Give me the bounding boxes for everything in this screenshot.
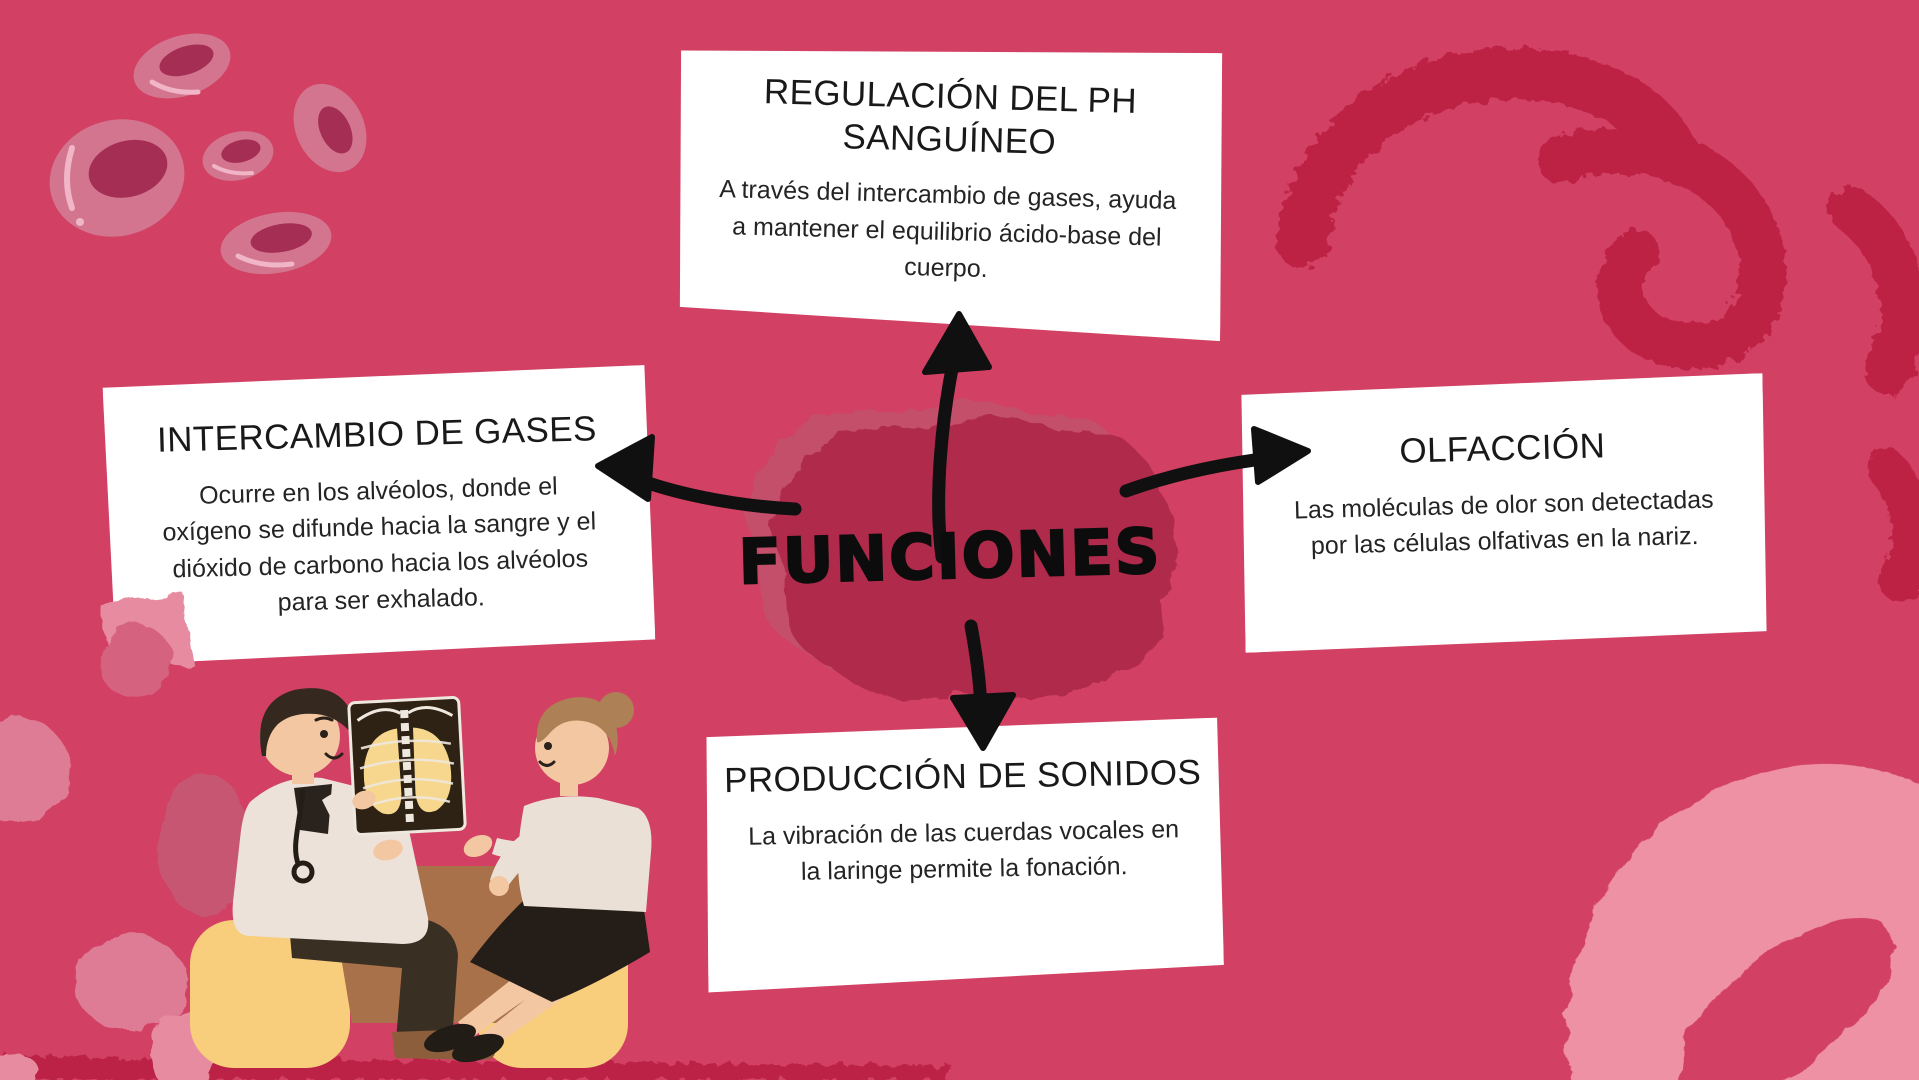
card-title: PRODUCCIÓN DE SONIDOS <box>723 752 1202 801</box>
card-body: La vibración de las cuerdas vocales en l… <box>747 814 1180 887</box>
card-title: REGULACIÓN DEL PH SANGUÍNEO <box>763 72 1138 162</box>
center-title: FUNCIONES <box>737 513 1164 599</box>
card-intercambio-gases: INTERCAMBIO DE GASES Ocurre en los alvéo… <box>102 365 655 665</box>
card-title: INTERCAMBIO DE GASES <box>156 409 598 460</box>
card-body: Ocurre en los alvéolos, donde el oxígeno… <box>162 472 597 617</box>
card-olfaccion: OLFACCIÓN Las moléculas de olor son dete… <box>1239 373 1770 653</box>
stool <box>190 920 350 1068</box>
doctor <box>232 688 495 1060</box>
stool <box>478 920 628 1068</box>
card-regulacion-ph: REGULACIÓN DEL PH SANGUÍNEO A través del… <box>668 39 1227 341</box>
patient <box>424 692 652 1063</box>
card-title: OLFACCIÓN <box>1398 426 1606 471</box>
card-body: A través del intercambio de gases, ayuda… <box>718 175 1177 284</box>
card-produccion-sonidos: PRODUCCIÓN DE SONIDOS La vibración de la… <box>704 718 1225 993</box>
table <box>326 866 542 1023</box>
card-body: Las moléculas de olor son detectadas por… <box>1293 485 1714 561</box>
xray-panel <box>347 696 467 836</box>
donut-texture-decoration <box>1565 763 1919 1080</box>
bottom-strip-decoration <box>0 1056 952 1080</box>
paint-splotch-decoration <box>0 718 251 1080</box>
doctor-showing-xray-to-patient-illustration <box>190 688 652 1068</box>
red-blood-cells-illustration <box>49 33 367 275</box>
